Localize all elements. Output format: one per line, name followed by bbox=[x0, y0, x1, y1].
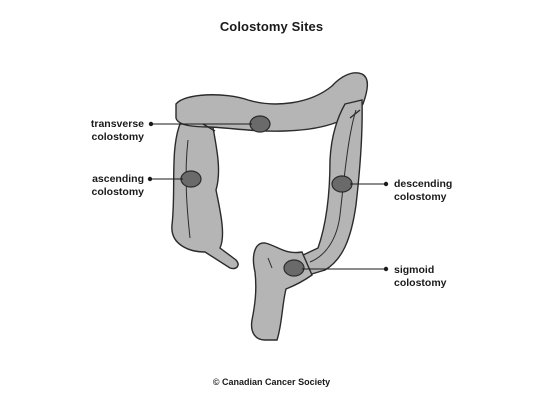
inner-fold-line bbox=[349, 109, 361, 119]
descending-stoma-site bbox=[331, 175, 353, 193]
inner-fold-line bbox=[202, 123, 216, 132]
descending-colostomy-label: descending colostomy bbox=[394, 178, 453, 203]
sigmoid-stoma-site bbox=[283, 259, 305, 277]
transverse-leader-line bbox=[148, 121, 252, 127]
inner-fold-line bbox=[267, 257, 273, 269]
ascending-leader-line bbox=[147, 176, 183, 182]
transverse-colostomy-label: transverse colostomy bbox=[90, 118, 144, 143]
ascending-stoma-site bbox=[180, 170, 202, 188]
transverse-colon bbox=[175, 72, 369, 132]
inner-fold-line bbox=[309, 109, 357, 263]
sigmoid-colon bbox=[250, 242, 313, 341]
diagram-title: Colostomy Sites bbox=[219, 19, 324, 34]
copyright-notice: © Canadian Cancer Society bbox=[212, 377, 331, 387]
ascending-colon bbox=[171, 121, 239, 270]
inner-fold-line bbox=[185, 139, 191, 239]
sigmoid-leader-line bbox=[302, 266, 389, 272]
transverse-stoma-site bbox=[249, 115, 271, 133]
descending-colon bbox=[300, 99, 363, 277]
ascending-colostomy-label: ascending colostomy bbox=[91, 173, 144, 198]
sigmoid-colostomy-label: sigmoid colostomy bbox=[394, 264, 447, 289]
descending-leader-line bbox=[350, 181, 389, 187]
